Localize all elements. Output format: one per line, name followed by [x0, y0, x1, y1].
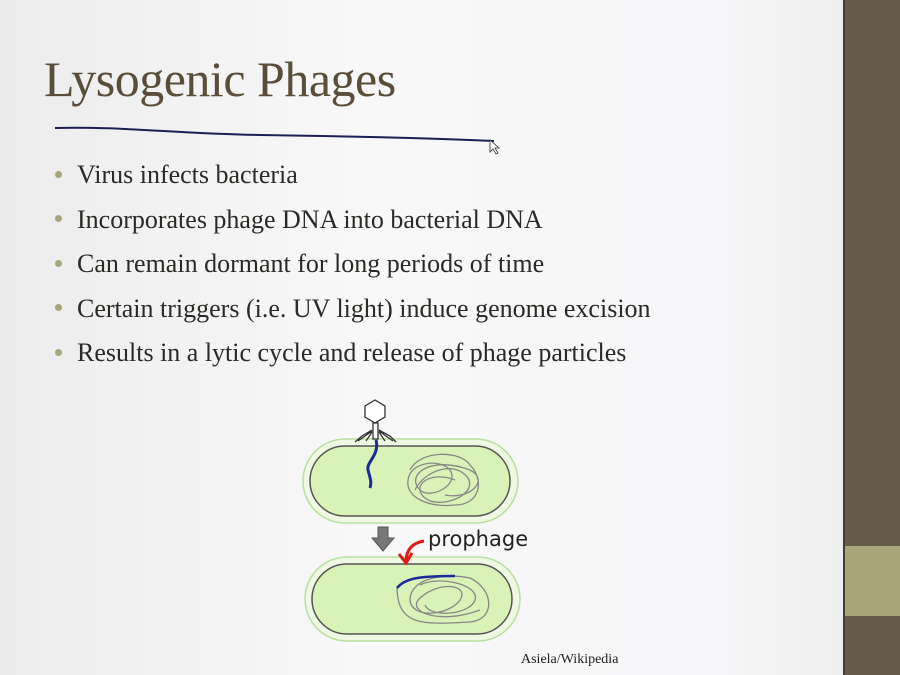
bacterium-membrane [311, 563, 513, 635]
bullet-item: Results in a lytic cycle and release of … [55, 338, 651, 383]
bullet-item: Virus infects bacteria [55, 160, 651, 205]
sidebar-accent-block [845, 546, 900, 616]
prophage-label: prophage [428, 527, 529, 551]
bacterium-membrane [309, 445, 511, 517]
mouse-cursor-icon [489, 139, 501, 155]
slide-title: Lysogenic Phages [44, 51, 396, 107]
slide-sidebar [843, 0, 900, 675]
bullet-item: Certain triggers (i.e. UV light) induce … [55, 294, 651, 339]
bacterial-chromosome [407, 453, 479, 507]
prophage-dna [396, 574, 456, 589]
phage-dna [366, 439, 379, 489]
down-arrow-icon [370, 526, 396, 552]
bullet-list: Virus infects bacteria Incorporates phag… [55, 160, 651, 383]
image-credit: Asiela/Wikipedia [521, 652, 619, 667]
phage-icon [354, 399, 397, 443]
bullet-item: Incorporates phage DNA into bacterial DN… [55, 205, 651, 250]
prophage-pointer-arrow [397, 539, 425, 566]
hand-drawn-underline [54, 126, 495, 142]
bacterial-chromosome [396, 575, 490, 624]
bullet-item: Can remain dormant for long periods of t… [55, 249, 651, 294]
